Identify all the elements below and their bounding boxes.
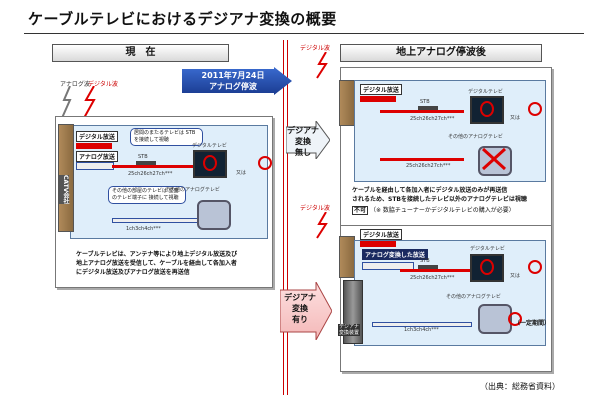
left-channel-code-analog: 1ch3ch4ch*** <box>126 226 161 232</box>
right-bottom-digital-tv-icon <box>470 254 504 282</box>
right-top-note-line2: されるため、STBを接続したテレビ以外のアナログテレビは視聴 <box>352 196 527 203</box>
right-top-note-tail: 不可 （※ 数脇チューナーかデジタルテレビの購入が必要） <box>352 205 515 215</box>
left-digital-tv-icon <box>193 150 227 178</box>
left-note-line3: にデジタル放送及びアナログ放送を再送信 <box>76 269 190 276</box>
right-bottom-or-label: 又は <box>510 273 521 279</box>
converter-label: デジアナ 変換装置 <box>338 324 361 336</box>
left-stb-line <box>112 165 198 168</box>
right-top-stb-label: STB <box>420 99 430 105</box>
left-note-line1: ケーブルテレビは、アンテナ等により地上デジタル放送及び <box>76 251 238 258</box>
right-bottom-stb-label: STB <box>420 258 430 264</box>
title-rule <box>24 33 584 34</box>
right-top-channel-code: 25ch26ch27ch*** <box>410 116 455 122</box>
left-bubble-bottom: その他の部屋のテレビは 壁面のテレビ端子に 接続して視聴 <box>108 186 186 204</box>
timeline-line-left <box>283 40 284 395</box>
left-or-ok-icon <box>258 156 272 170</box>
left-digital-broadcast-label: デジタル放送 <box>76 131 118 142</box>
right-bottom-analog-line <box>372 322 472 327</box>
right-top-note-line1: ケーブルを経由して各加入者にデジタル放送のみが再送信 <box>352 187 508 194</box>
with-conversion-line2: 変換 <box>292 304 308 313</box>
no-conversion-line1: デジアナ <box>287 126 319 135</box>
converter-label-line2: 変換装置 <box>339 330 360 336</box>
right-top-other-analog-label: その他のアナログテレビ <box>448 134 503 140</box>
left-digital-wave-label: デジタル波 <box>88 81 118 88</box>
date-arrow: 2011年7月24日 アナログ停波 <box>182 67 292 95</box>
right-bottom-converted-arrow <box>362 262 414 270</box>
right-bottom-analog-converted-label: アナログ変換した放送 <box>362 249 428 260</box>
right-top-analog-line <box>380 158 464 161</box>
date-arrow-line2: アナログ停波 <box>209 82 257 91</box>
right-bottom-digital-tv-mark <box>480 259 494 275</box>
left-analog-arrow <box>76 162 114 170</box>
right-bottom-analog-tv-icon <box>478 304 512 334</box>
source-note: （出典：総務省資料） <box>480 382 560 391</box>
no-conversion-line2: 変換 <box>295 137 311 146</box>
left-analog-broadcast-label: アナログ放送 <box>76 151 118 162</box>
cross-icon <box>481 147 507 171</box>
right-bottom-lightning-icon <box>316 212 328 239</box>
right-bottom-other-analog-label: その他のアナログテレビ <box>446 294 501 300</box>
right-bottom-analog-ok-icon <box>508 312 522 326</box>
no-conversion-line3: 無し <box>295 148 311 157</box>
page-title: ケーブルテレビにおけるデジアナ変換の概要 <box>28 10 337 28</box>
right-top-digital-tv-mark <box>480 101 494 117</box>
timeline-line-right <box>287 40 288 395</box>
left-digital-tv-mark <box>203 155 217 171</box>
right-bottom-digital-label: デジタル放送 <box>360 229 402 240</box>
right-bottom-channel-code-analog: 1ch3ch4ch*** <box>404 327 439 333</box>
left-section-header: 現 在 <box>52 44 229 62</box>
with-conversion-arrow: デジアナ 変換 有り <box>280 282 332 340</box>
right-top-note: ケーブルを経由して各加入者にデジタル放送のみが再送信 されるため、STBを接続し… <box>352 186 527 204</box>
right-top-lightning-icon <box>316 52 328 79</box>
right-bottom-antenna-label: デジタル波 <box>300 205 330 212</box>
lightning-icon <box>61 86 96 119</box>
right-bottom-limited-label: （一定期間） <box>514 320 551 327</box>
converter-label-line1: デジアナ <box>339 324 359 330</box>
left-or-label: 又は <box>236 170 247 176</box>
right-top-ok-icon <box>528 102 542 116</box>
left-note-line2: 地上アナログ放送を受信して、ケーブルを経由して各加入者 <box>76 260 237 267</box>
with-conversion-line1: デジアナ <box>284 293 316 302</box>
right-top-building <box>339 80 355 126</box>
right-top-digital-label: デジタル放送 <box>360 84 402 95</box>
right-bottom-digital-tv-label: デジタルテレビ <box>470 246 505 252</box>
left-channel-code: 25ch26ch27ch*** <box>128 171 173 177</box>
left-stb-box <box>136 161 156 167</box>
right-top-stb-box <box>418 106 438 112</box>
right-top-digital-tv-label: デジタルテレビ <box>468 89 503 95</box>
right-section-header: 地上アナログ停波後 <box>340 44 542 62</box>
date-arrow-line1: 2011年7月24日 <box>201 71 265 80</box>
right-bottom-ok-icon <box>528 260 542 274</box>
left-bubble-top: 居間のまたるテレビは STBを接続して視聴 <box>130 128 203 146</box>
right-top-note-paren: （※ 数脇チューナーかデジタルテレビの購入が必要） <box>369 207 515 214</box>
left-analog-tv-icon <box>197 200 231 230</box>
right-bottom-stb-line <box>400 269 470 272</box>
left-other-analog-tv-label: その他のアナログテレビ <box>165 187 220 193</box>
right-bottom-channel-code: 25ch26ch27ch*** <box>410 275 455 281</box>
no-conversion-arrow: デジアナ 変換 無し <box>286 121 330 159</box>
left-analog-line <box>112 218 200 223</box>
right-top-note-badge: 不可 <box>352 206 369 215</box>
right-bottom-digital-arrow <box>360 241 396 247</box>
left-digital-tv-label: デジタルテレビ <box>192 143 227 149</box>
left-note: ケーブルテレビは、アンテナ等により地上デジタル放送及び 地上アナログ放送を受信し… <box>76 250 237 277</box>
with-conversion-line3: 有り <box>292 315 308 324</box>
left-analog-wave-label: アナログ波 <box>60 81 90 88</box>
right-top-digital-arrow <box>360 96 396 102</box>
right-top-or-label: 又は <box>510 115 521 121</box>
right-top-stb-line <box>380 110 464 113</box>
catv-label: CATV会社 <box>59 175 69 205</box>
right-top-channel-code2: 25ch26ch27ch*** <box>406 163 451 169</box>
left-stb-label: STB <box>138 154 148 160</box>
right-bottom-building <box>339 236 355 278</box>
right-bottom-stb-box <box>418 265 438 271</box>
left-digital-arrow <box>76 143 112 149</box>
right-top-antenna-label: デジタル波 <box>300 45 330 52</box>
